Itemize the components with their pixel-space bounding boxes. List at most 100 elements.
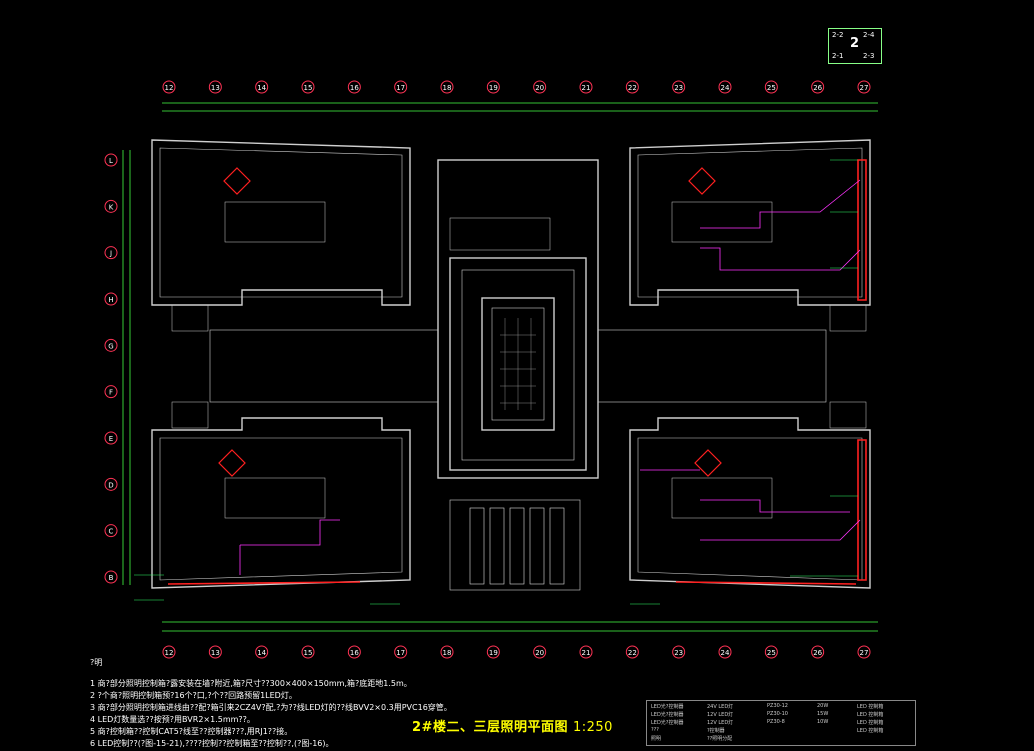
column-axis-bubble-label: 27 [860, 649, 869, 657]
bottom-dimension-line [162, 621, 878, 632]
row-axis-bubble: L [104, 153, 118, 167]
legend-cell: 12V LED灯 [707, 712, 734, 718]
column-axis-bubble-label: 16 [350, 649, 359, 657]
column-axis-bubble: 16 [347, 80, 361, 94]
column-axis-bubble-label: 19 [489, 649, 498, 657]
column-axis-bubble-label: 27 [860, 84, 869, 92]
column-axis-bubble: 25 [764, 645, 778, 659]
column-axis-bubble: 25 [764, 80, 778, 94]
column-axis-bubble-label: 18 [443, 649, 452, 657]
legend-row: 照明 ??照明分配 [647, 735, 915, 743]
column-axis-bubble: 14 [255, 80, 269, 94]
legend-cell: LED 控制箱 [857, 720, 884, 726]
column-axis-bubble: 19 [486, 80, 500, 94]
key-cell-tr: 2-4 [863, 31, 875, 39]
legend-row: LED光?控制器 12V LED灯 PZ30-10 15W LED 控制箱 [647, 711, 915, 719]
key-cell-tl: 2-2 [832, 31, 844, 39]
legend-cell: LED光?控制器 [651, 720, 684, 726]
column-axis-bubble-label: 23 [674, 84, 683, 92]
column-axis-bubble: 19 [486, 645, 500, 659]
column-axis-bubble-label: 14 [257, 84, 266, 92]
stairs [171, 201, 867, 519]
drawing-title-text: 2#楼二、三层照明平面图 [412, 720, 568, 735]
row-axis-bubble-label: L [109, 157, 113, 165]
column-axis-bubble: 12 [162, 80, 176, 94]
column-axis-bubble-label: 18 [443, 84, 452, 92]
legend-cell: LED光?控制器 [651, 712, 684, 718]
building-walls [151, 139, 871, 591]
legend-cell: LED光?控制器 [651, 704, 684, 710]
row-axis-bubble: D [104, 477, 118, 491]
column-axis-bubble-label: 25 [767, 649, 776, 657]
column-axis-bubble: 12 [162, 645, 176, 659]
top-dimension-line [162, 102, 878, 112]
legend-cell: 15W [817, 711, 829, 717]
column-axis-bubble: 21 [579, 645, 593, 659]
control-wiring [239, 179, 861, 575]
legend-cell: 24V LED灯 [707, 704, 734, 710]
column-axis-bubble: 15 [301, 80, 315, 94]
notes-heading: ?明 [90, 658, 103, 667]
column-axis-bubble-label: 20 [535, 649, 544, 657]
row-axis-bubble: J [104, 246, 118, 260]
column-axis-bubble-label: 24 [721, 84, 730, 92]
column-axis-bubble-label: 19 [489, 84, 498, 92]
column-axis-bubble: 24 [718, 80, 732, 94]
legend-cell: ?控制器 [707, 728, 725, 734]
key-cell-br: 2-3 [863, 52, 875, 60]
column-axis-bubble: 21 [579, 80, 593, 94]
legend-cell: 照明 [651, 736, 662, 742]
column-axis-bubble-label: 17 [396, 84, 405, 92]
row-axis-bubble: G [104, 338, 118, 352]
distribution-panel-symbols [218, 167, 722, 477]
row-axis-bubble: H [104, 292, 118, 306]
legend-cell: LED 控制箱 [857, 704, 884, 710]
legend-cell: ??照明分配 [707, 736, 733, 742]
column-axis-bubble-label: 14 [257, 649, 266, 657]
column-axis-bubble-label: 16 [350, 84, 359, 92]
column-axis-bubble-label: 24 [721, 649, 730, 657]
column-axis-bubble: 26 [811, 645, 825, 659]
column-axis-bubble-label: 23 [674, 649, 683, 657]
note-item: 6 LED控制??(?图-15-21),????控制??控制箱至??控制??,(… [90, 739, 334, 748]
row-axis-bubble-label: K [109, 203, 114, 211]
column-axis-bubble: 20 [533, 80, 547, 94]
column-axis-bubble-label: 15 [304, 84, 313, 92]
cable-labels [134, 159, 858, 605]
column-axis-bubble: 27 [857, 645, 871, 659]
column-axis-bubble: 13 [208, 80, 222, 94]
row-axis-bubble-label: H [108, 296, 113, 304]
column-axis-bubble-label: 13 [211, 84, 220, 92]
row-axis-bubble: F [104, 385, 118, 399]
note-item: 1 商?部分照明控制箱?露安装在墙?附近,箱?尺寸??300×400×150mm… [90, 679, 412, 688]
column-axis-bubble-label: 13 [211, 649, 220, 657]
note-item: 5 商?控制箱??控制CAT5?线至??控制器???,用RJ1??接。 [90, 727, 293, 736]
row-axis-bubble: B [104, 570, 118, 584]
column-axis-bubble: 23 [672, 645, 686, 659]
note-item: 3 商?部分照明控制箱进线由??配?箱引来2CZ4V?配,?为??线LED灯的?… [90, 703, 452, 712]
column-axis-bubble-label: 25 [767, 84, 776, 92]
led-fixture-strips [167, 159, 867, 585]
key-center: 2 [850, 36, 860, 51]
row-axis-bubble-label: D [108, 481, 113, 489]
legend-cell: PZ30-10 [767, 711, 788, 717]
row-axis-bubble: K [104, 199, 118, 213]
column-axis-bubble: 17 [394, 80, 408, 94]
row-axis-bubble-label: G [108, 342, 113, 350]
drawing-title: 2#楼二、三层照明平面图 1:250 [412, 716, 613, 735]
note-item: 2 ?个商?照明控制箱预?16个?口,?个??回路预留1LED灯。 [90, 691, 297, 700]
legend-cell: LED 控制箱 [857, 712, 884, 718]
column-axis-bubble: 18 [440, 80, 454, 94]
column-axis-bubble-label: 22 [628, 649, 637, 657]
sheet-key: 2-2 2-4 2-1 2-3 [828, 28, 882, 64]
legend-cell: PZ30-8 [767, 719, 785, 725]
column-axis-bubble-label: 15 [304, 649, 313, 657]
column-axis-bubble-label: 12 [165, 649, 174, 657]
column-axis-bubble-label: 26 [813, 649, 822, 657]
